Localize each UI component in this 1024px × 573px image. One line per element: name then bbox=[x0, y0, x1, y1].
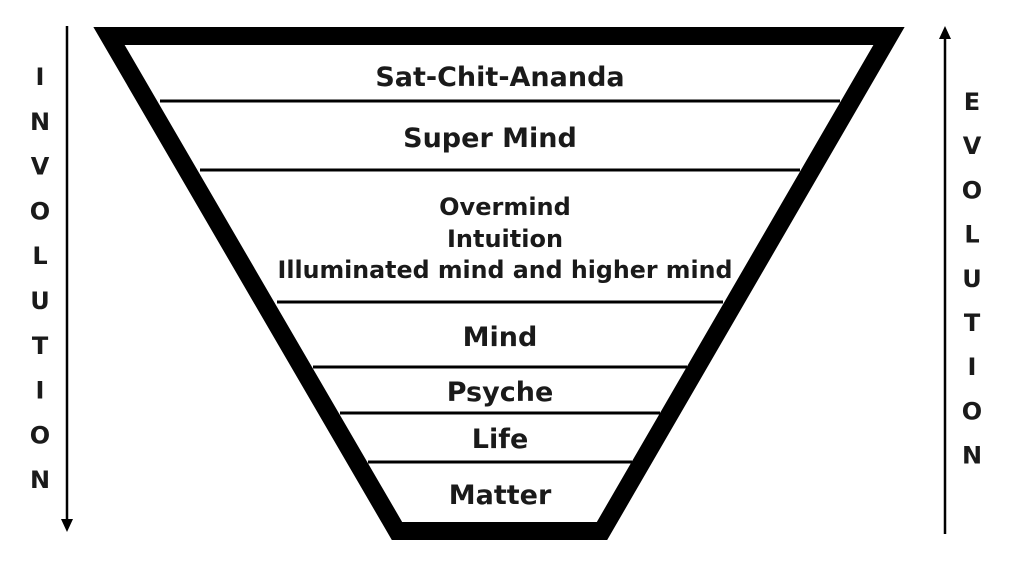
evolution-letter: U bbox=[962, 265, 982, 293]
level-label-sat-chit-ananda: Sat-Chit-Ananda bbox=[375, 62, 624, 93]
level-label-psyche: Psyche bbox=[447, 377, 554, 408]
involution-label: INVOLUTIONINVOLUTION bbox=[30, 63, 50, 494]
level-label-matter: Matter bbox=[449, 480, 552, 511]
level-label-mind: Mind bbox=[463, 322, 538, 353]
involution-letter: N bbox=[30, 108, 50, 136]
involution-letter: I bbox=[36, 63, 45, 91]
level-label-illuminated-mind: Illuminated mind and higher mind bbox=[278, 256, 733, 284]
involution-letter: U bbox=[30, 287, 50, 315]
level-label-overmind: Overmind bbox=[439, 193, 571, 221]
involution-letter: V bbox=[31, 153, 50, 181]
involution-letter: O bbox=[30, 421, 50, 449]
level-label-life: Life bbox=[472, 424, 529, 455]
funnel-frame bbox=[93, 27, 905, 540]
involution-letter: O bbox=[30, 197, 50, 225]
evolution-label: EVOLUTIONEVOLUTION bbox=[962, 88, 982, 470]
evolution-letter: L bbox=[964, 221, 979, 249]
involution-letter: T bbox=[32, 332, 49, 360]
involution-letter: N bbox=[30, 466, 50, 494]
evolution-letter: O bbox=[962, 397, 982, 425]
level-label-intuition: Intuition bbox=[447, 225, 563, 253]
involution-letter: L bbox=[32, 242, 47, 270]
involution-letter: I bbox=[36, 377, 45, 405]
evolution-letter: O bbox=[962, 176, 982, 204]
level-label-super-mind: Super Mind bbox=[403, 123, 577, 154]
evolution-letter: V bbox=[963, 132, 982, 160]
evolution-letter: T bbox=[964, 309, 981, 337]
evolution-letter: I bbox=[968, 353, 977, 381]
evolution-letter: N bbox=[962, 442, 982, 470]
evolution-letter: E bbox=[964, 88, 980, 116]
evolution-arrow-head bbox=[939, 26, 951, 39]
involution-arrow-head bbox=[61, 519, 73, 532]
